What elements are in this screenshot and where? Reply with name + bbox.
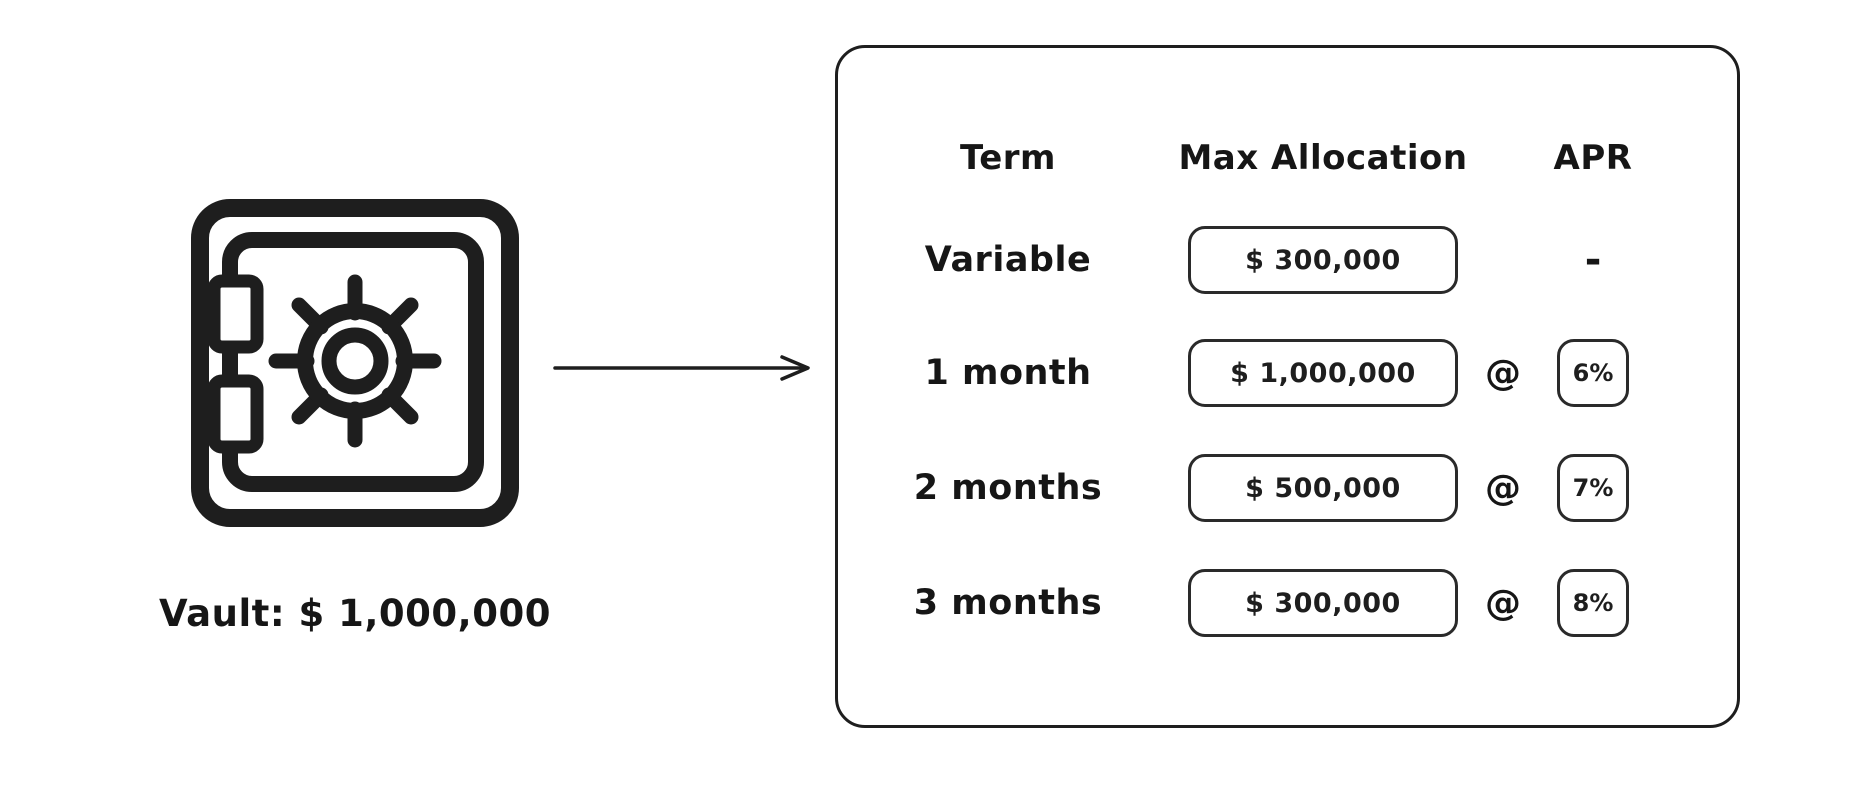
max-allocation-box: $ 300,000 <box>1188 226 1458 294</box>
max-allocation-box: $ 1,000,000 <box>1188 339 1458 407</box>
column-header-term: Term <box>960 138 1056 178</box>
column-header-apr: APR <box>1553 138 1633 178</box>
max-allocation-value: $ 300,000 <box>1245 587 1401 619</box>
vault-figure <box>190 198 520 528</box>
vault-caption: Vault: $ 1,000,000 <box>159 592 551 635</box>
max-allocation-box: $ 300,000 <box>1188 569 1458 637</box>
apr-value: 7% <box>1572 474 1614 502</box>
term-label: 3 months <box>913 583 1103 623</box>
column-header-max-allocation: Max Allocation <box>1178 138 1468 178</box>
table-header-row: Term Max Allocation APR <box>838 133 1648 183</box>
apr-cell: - <box>1538 240 1648 280</box>
apr-box: 8% <box>1557 569 1629 637</box>
term-label: 1 month <box>924 353 1092 393</box>
term-row-3-months: 3 months $ 300,000 @ 8% <box>838 569 1648 637</box>
apr-cell: 8% <box>1538 569 1648 637</box>
at-symbol: @ <box>1485 582 1521 624</box>
apr-value: 8% <box>1572 589 1614 617</box>
term-row-variable: Variable $ 300,000 - <box>838 226 1648 294</box>
apr-box: 6% <box>1557 339 1629 407</box>
max-allocation-box: $ 500,000 <box>1188 454 1458 522</box>
max-allocation-value: $ 300,000 <box>1245 244 1401 276</box>
term-label: Variable <box>924 240 1092 280</box>
max-allocation-cell: $ 500,000 <box>1178 454 1468 522</box>
max-allocation-value: $ 500,000 <box>1245 472 1401 504</box>
apr-cell: 6% <box>1538 339 1648 407</box>
term-row-2-months: 2 months $ 500,000 @ 7% <box>838 454 1648 522</box>
terms-panel: Term Max Allocation APR Variable $ 300,0… <box>835 45 1740 728</box>
max-allocation-cell: $ 300,000 <box>1178 226 1468 294</box>
max-allocation-value: $ 1,000,000 <box>1230 357 1416 389</box>
apr-cell: 7% <box>1538 454 1648 522</box>
at-symbol: @ <box>1485 467 1521 509</box>
max-allocation-cell: $ 1,000,000 <box>1178 339 1468 407</box>
apr-box: 7% <box>1557 454 1629 522</box>
term-row-1-month: 1 month $ 1,000,000 @ 6% <box>838 339 1648 407</box>
at-symbol: @ <box>1485 352 1521 394</box>
apr-dash: - <box>1584 237 1602 283</box>
term-label: 2 months <box>913 468 1103 508</box>
arrow-right-icon <box>552 351 814 385</box>
apr-value: 6% <box>1572 359 1614 387</box>
vault-safe-icon <box>190 198 520 528</box>
max-allocation-cell: $ 300,000 <box>1178 569 1468 637</box>
